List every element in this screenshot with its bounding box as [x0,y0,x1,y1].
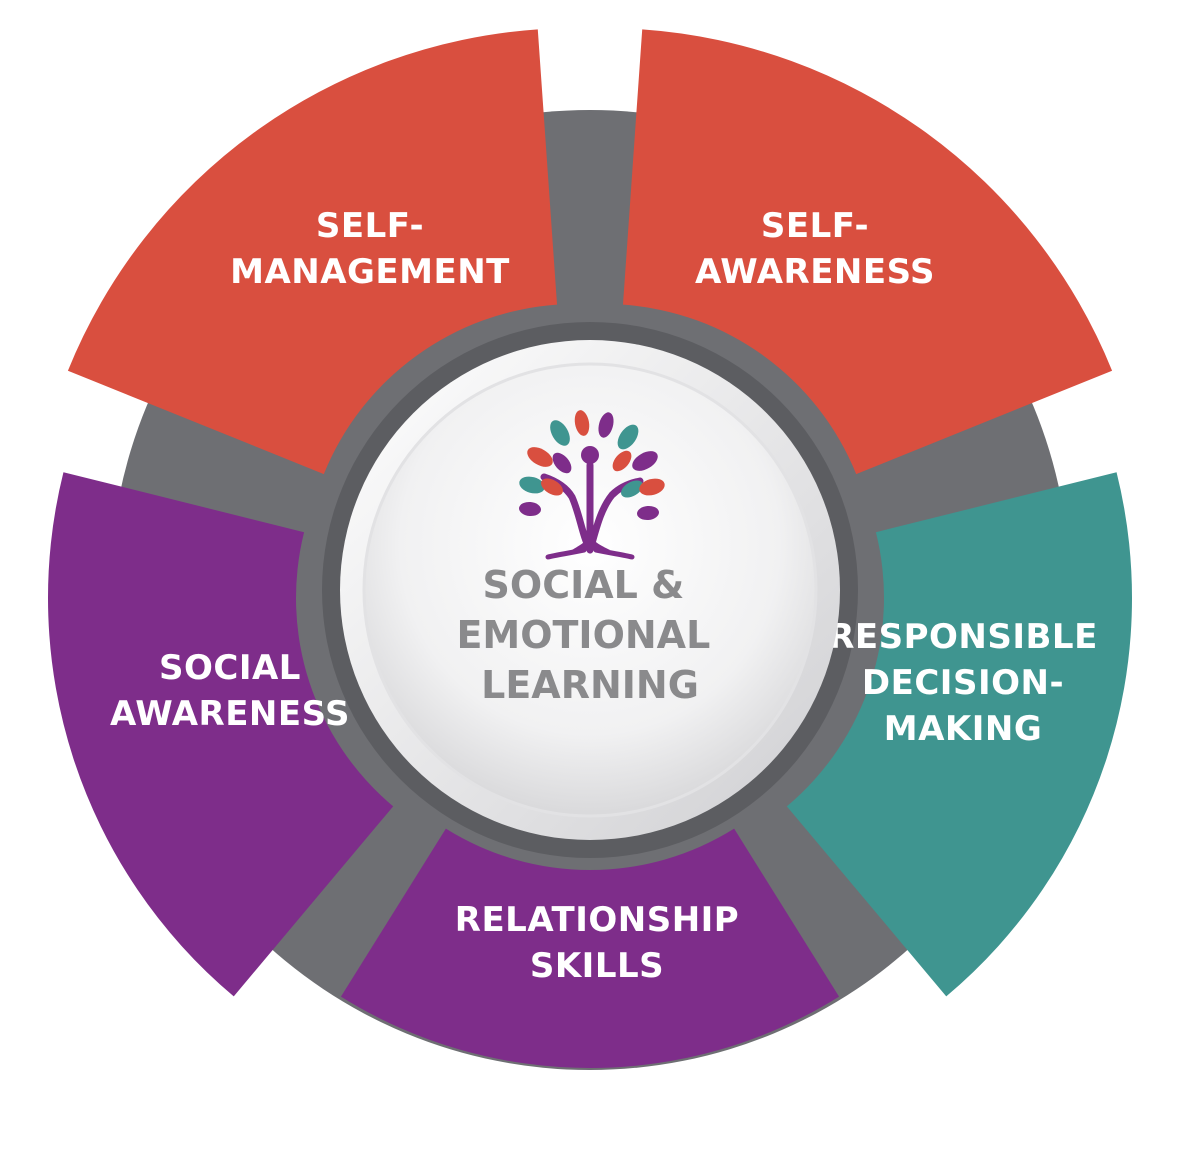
center-disc [362,362,818,818]
segment-self-management-shape [67,29,558,475]
segment-self-management-label-line-1: SELF- [316,206,424,246]
center-title: SOCIAL & EMOTIONAL LEARNING [456,563,723,707]
segment-relationship-skills-label: RELATIONSHIP SKILLS [455,900,739,986]
segment-responsible-decision-making-label-line-2: DECISION- [862,663,1064,703]
tree-person-icon [519,410,665,560]
segment-relationship-skills-label-line-1: RELATIONSHIP [455,900,739,940]
segment-responsible-decision-making-label-line-3: MAKING [884,709,1043,749]
segment-relationship-skills: RELATIONSHIP SKILLS [340,828,840,1068]
segment-social-awareness-label: SOCIAL AWARENESS [110,648,350,734]
segment-responsible-decision-making-label: RESPONSIBLE DECISION- MAKING [828,617,1098,749]
segment-social-awareness-shape [48,472,394,997]
center-title-line-3: LEARNING [481,663,699,707]
segment-self-awareness-label-line-2: AWARENESS [695,252,935,292]
segment-self-awareness-shape [622,29,1113,475]
center-title-line-1: SOCIAL & [483,563,685,607]
segment-self-awareness-label-line-1: SELF- [761,206,869,246]
segment-self-management: SELF- MANAGEMENT [67,29,558,475]
segment-social-awareness: SOCIAL AWARENESS [48,472,394,997]
segment-self-awareness-label: SELF- AWARENESS [695,206,935,292]
segment-social-awareness-label-line-2: AWARENESS [110,694,350,734]
segment-self-awareness: SELF- AWARENESS [622,29,1113,475]
segment-self-management-label: SELF- MANAGEMENT [230,206,510,292]
segment-relationship-skills-shape [340,828,840,1068]
segment-responsible-decision-making-shape [786,472,1132,997]
segment-responsible-decision-making: RESPONSIBLE DECISION- MAKING [786,472,1132,997]
segment-relationship-skills-label-line-2: SKILLS [530,946,664,986]
segment-social-awareness-label-line-1: SOCIAL [159,648,301,688]
segment-responsible-decision-making-label-line-1: RESPONSIBLE [828,617,1098,657]
center-title-line-2: EMOTIONAL [456,613,710,657]
segment-self-management-label-line-2: MANAGEMENT [230,252,510,292]
